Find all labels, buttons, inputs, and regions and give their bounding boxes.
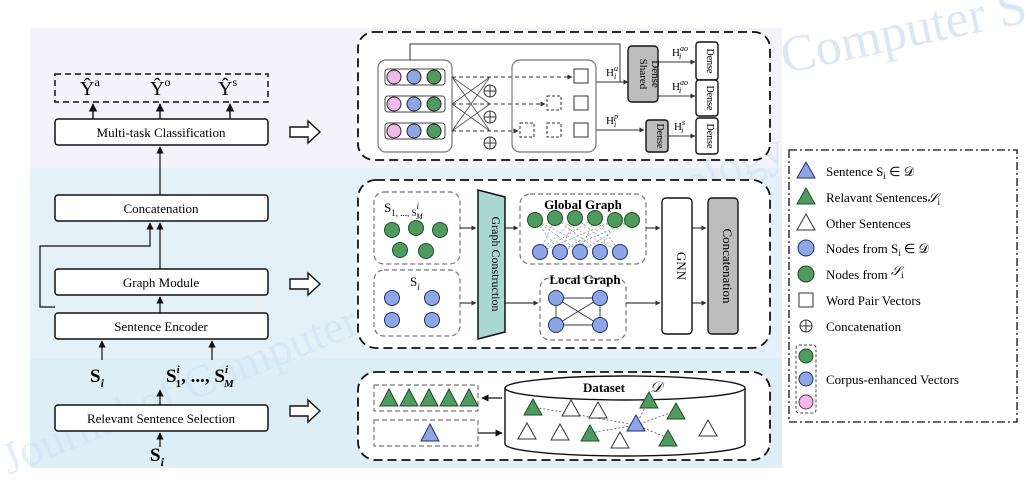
selection-panel: Dataset 𝒟: [357, 371, 771, 461]
relevant-sentences-box: [373, 384, 479, 412]
dataset-other-triangles: [517, 398, 718, 449]
target-sentence-triangle: [420, 422, 440, 442]
output-opinion: Ŷo: [150, 75, 170, 100]
dataset-target-triangle: [626, 413, 646, 432]
output-aspect: Ŷa: [80, 75, 100, 100]
graph-module-label: Graph Module: [123, 275, 199, 290]
legend-green-triangle-icon: [796, 186, 816, 205]
dataset-symbol: 𝒟: [650, 380, 665, 396]
relevant-sentence-selection-label: Relevant Sentence Selection: [87, 411, 236, 426]
sentence-encoder-label: Sentence Encoder: [114, 319, 208, 334]
graph-construction-label: Graph Construction: [489, 217, 503, 312]
legend: Sentence Si ∈ 𝒟 Relavant Sentences𝒮i Oth…: [788, 149, 1018, 423]
shared-dense-label-2: Dense: [649, 60, 661, 88]
legend-item-concatenation: Concatenation: [826, 319, 902, 334]
si-input-label: Si: [90, 366, 105, 390]
concat-circles: [483, 84, 497, 150]
block-arrow-bottom: [289, 398, 322, 424]
legend-item-sentence: Sentence Si ∈ 𝒟: [826, 164, 915, 181]
gnn-label: GNN: [674, 252, 689, 281]
output-sentiment: Ŷs: [218, 75, 237, 100]
word-pair-matrix: [519, 68, 589, 138]
target-blue-nodes: [384, 290, 440, 328]
outputs: Ŷa Ŷo Ŷs: [80, 75, 237, 100]
concatenation-box: [54, 194, 269, 222]
s-i-label: Si: [410, 274, 420, 292]
legend-white-triangle-icon: [796, 212, 816, 231]
gnn-box: [661, 197, 693, 335]
block-arrow-middle: [289, 271, 322, 297]
dataset-cylinder-top: [504, 375, 746, 401]
shared-dense-label-1: Shared: [637, 59, 649, 90]
local-blue-nodes: [548, 290, 608, 333]
global-green-nodes: [527, 210, 640, 228]
legend-blue-triangle-icon: [796, 160, 816, 179]
relevant-green-nodes: [384, 220, 448, 259]
dense-aspect-label: Dense: [704, 49, 715, 75]
local-graph-box: [539, 277, 627, 341]
concatenation-label: Concatenation: [123, 201, 199, 216]
relevant-triangles: [379, 387, 479, 407]
dense-pair-label: Dense: [704, 124, 715, 150]
legend-concat-icon: [799, 319, 813, 333]
shared-dense-box: [627, 45, 659, 103]
sentence-encoder-box: [54, 312, 269, 340]
concatenation-panel-box: [707, 197, 739, 335]
dataset-label: Dataset: [583, 380, 626, 395]
relevant-sentence-selection-box: [54, 404, 269, 432]
dense-box-opinion: [695, 79, 719, 117]
legend-frame: [788, 149, 1018, 423]
legend-item-word-pair: Word Pair Vectors: [826, 293, 921, 308]
dataset-green-triangles: [523, 390, 686, 447]
dense-box-pair: [695, 117, 719, 155]
multi-task-classification-box: [54, 118, 269, 146]
dense-sentiment-label: Dense: [654, 124, 665, 150]
global-graph-label: Global Graph: [544, 197, 622, 212]
legend-item-nodes-si: Nodes from Si ∈ 𝒟: [826, 241, 930, 258]
block-arrow-top: [289, 119, 322, 145]
concatenation-panel-label: Concatenation: [720, 228, 735, 304]
left-pipeline: Ŷa Ŷo Ŷs Multi-task Classification Conca…: [39, 73, 269, 469]
local-graph-label: Local Graph: [549, 272, 621, 287]
dense-opinion-label: Dense: [704, 86, 715, 112]
legend-item-other: Other Sentences: [826, 216, 911, 231]
graph-construction-block: [477, 189, 506, 340]
graph-module-box: [54, 268, 269, 296]
block-arrows: [289, 119, 322, 424]
legend-vector-icon-frame: [795, 344, 817, 414]
global-graph-box: [519, 193, 647, 265]
legend-item-relevant: Relavant Sentences𝒮i: [826, 190, 941, 207]
legend-square-icon: [798, 292, 814, 308]
legend-blue-node-icon: [797, 239, 815, 257]
legend-item-corpus-vectors: Corpus-enhanced Vectors: [826, 372, 959, 387]
global-blue-nodes: [532, 244, 628, 260]
legend-green-node-icon: [797, 265, 815, 283]
multi-task-classification-label: Multi-task Classification: [97, 125, 226, 140]
corpus-vectors: [384, 68, 446, 140]
bottom-si-label: Si: [150, 445, 165, 469]
